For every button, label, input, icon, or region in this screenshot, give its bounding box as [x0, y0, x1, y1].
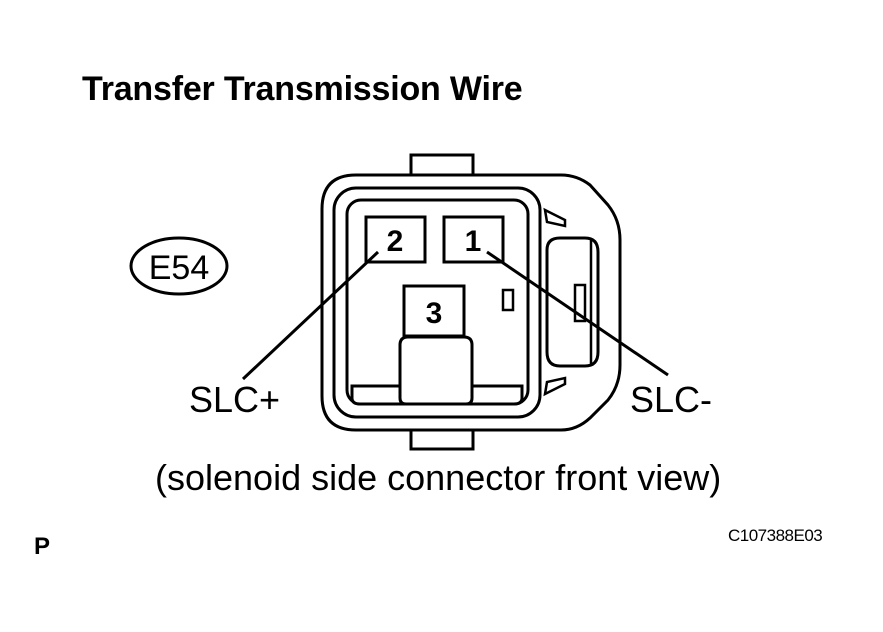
diagram-title: Transfer Transmission Wire	[82, 70, 523, 108]
latch-slot	[573, 283, 587, 323]
connector-id-label: E54	[149, 249, 210, 287]
terminal-base-right	[464, 384, 524, 406]
pin-2-number: 2	[387, 225, 404, 258]
latch-wedge-top	[543, 207, 567, 228]
view-caption: (solenoid side connector front view)	[155, 457, 722, 498]
latch-wedge-bottom	[543, 376, 567, 397]
cavity-key-bump	[501, 288, 515, 312]
pin-3-number: 3	[426, 297, 443, 330]
leader-line-slc-minus	[486, 250, 669, 377]
leader-line-slc-plus	[241, 250, 380, 381]
pin-1-box	[442, 215, 505, 264]
signal-label-slc-plus: SLC+	[189, 379, 280, 420]
pin-3-box	[402, 284, 466, 338]
center-key	[398, 335, 474, 406]
signal-label-slc-minus: SLC-	[630, 379, 712, 420]
connector-housing-inner	[332, 186, 542, 419]
connector-id-oval	[129, 236, 229, 296]
latch-arm	[545, 236, 600, 368]
figure-code: C107388E03	[728, 526, 823, 545]
page-mark: P	[34, 533, 51, 560]
pin-1-number: 1	[465, 225, 482, 258]
